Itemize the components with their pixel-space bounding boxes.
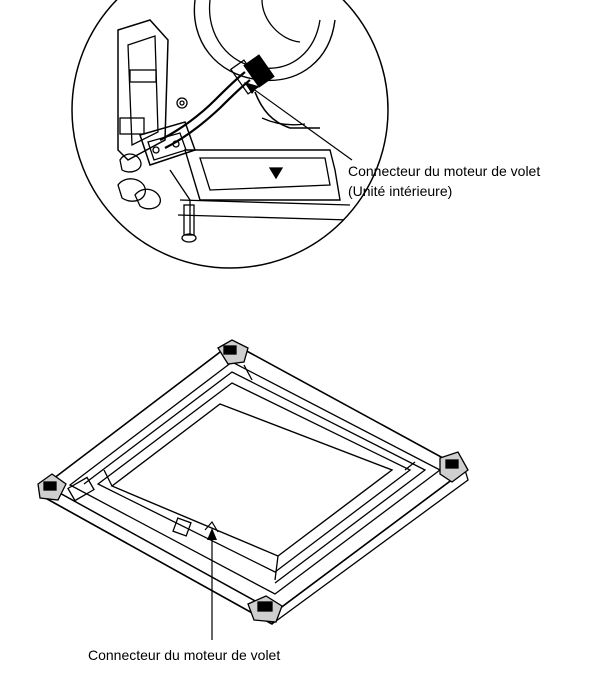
grille-panel-view	[37, 339, 469, 640]
top-connector-label-line1: Connecteur du moteur de volet	[348, 163, 541, 179]
corner-bracket-top	[217, 339, 249, 365]
top-connector-callout: Connecteur du moteur de volet (Unité int…	[348, 161, 540, 201]
bottom-connector-callout: Connecteur du moteur de volet	[88, 645, 280, 665]
indoor-unit-detail-view	[71, 0, 389, 269]
bottom-connector-label: Connecteur du moteur de volet	[88, 647, 281, 663]
corner-bracket-bottom	[247, 595, 283, 623]
corner-bracket-right	[439, 451, 469, 483]
corner-bracket-left	[37, 473, 67, 501]
top-connector-label-line2: (Unité intérieure)	[348, 183, 453, 199]
